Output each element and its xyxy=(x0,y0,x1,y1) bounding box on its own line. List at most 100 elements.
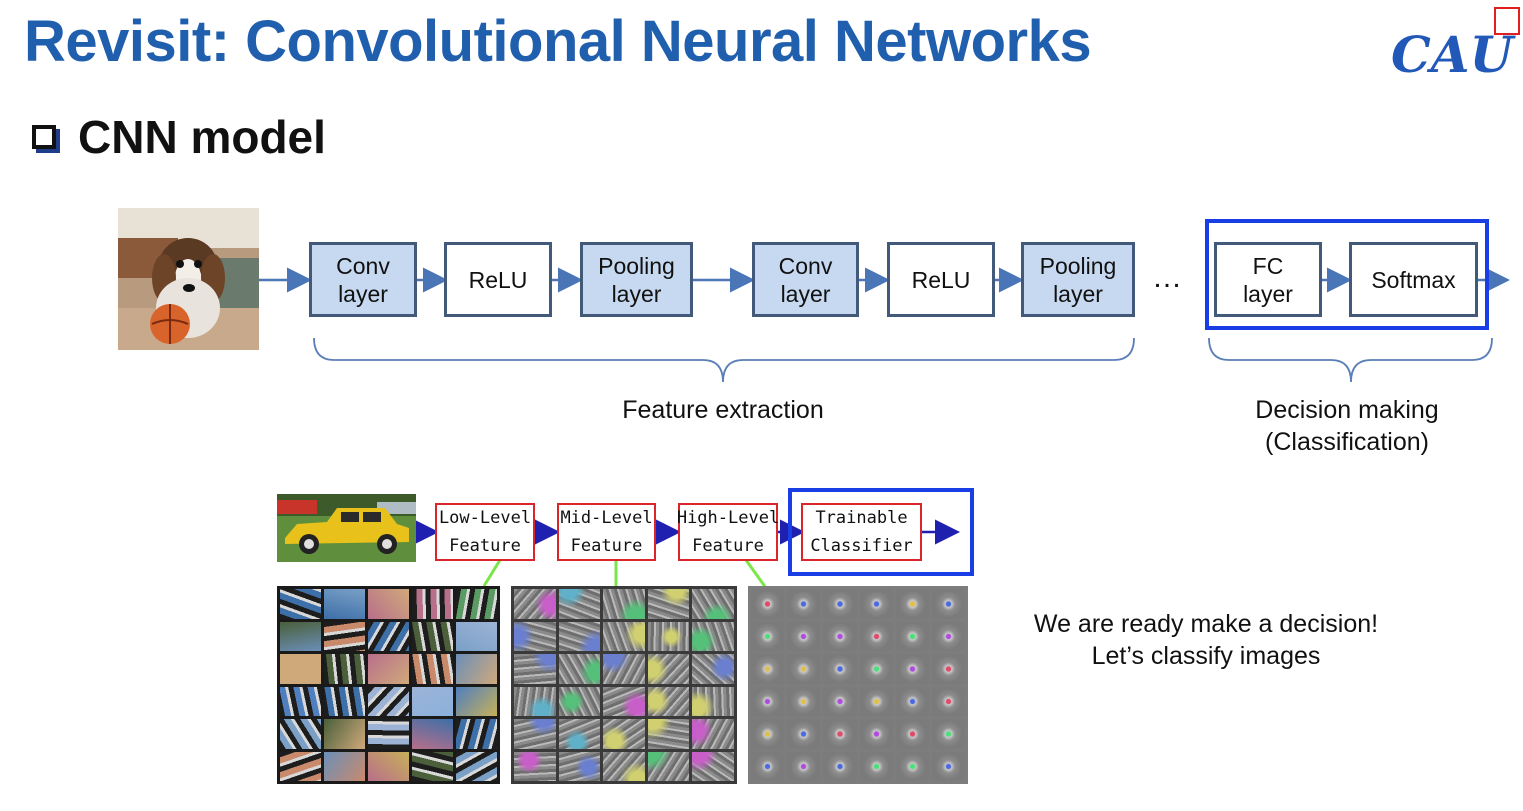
filter-tile xyxy=(514,621,556,651)
filter-tile xyxy=(751,654,785,684)
filter-tile xyxy=(324,654,365,684)
filter-tile xyxy=(280,589,321,619)
mid-level-filters-grid xyxy=(511,586,737,784)
layer-label-line2: layer xyxy=(611,280,662,307)
filter-tile xyxy=(787,719,821,749)
filter-tile xyxy=(895,751,929,781)
layer-label-line1: ReLU xyxy=(911,266,971,293)
stage-label-line2: Feature xyxy=(449,536,521,556)
filter-tile xyxy=(823,589,857,619)
filter-tile xyxy=(931,589,965,619)
dog-input-image xyxy=(118,208,259,350)
filter-tile xyxy=(456,686,497,716)
decision-making-label: Decision making (Classification) xyxy=(1226,394,1468,458)
filter-tile xyxy=(514,751,556,781)
filter-tile xyxy=(895,589,929,619)
filter-tile xyxy=(895,719,929,749)
layer-label-line1: ReLU xyxy=(468,266,528,293)
filter-tile xyxy=(692,589,734,619)
trainable-classifier-box: Trainable Classifier xyxy=(801,503,922,561)
filter-tile xyxy=(823,621,857,651)
high-level-feature-box: High-Level Feature xyxy=(676,503,780,561)
filter-tile xyxy=(647,654,690,684)
filter-tile xyxy=(412,719,453,749)
filter-tile xyxy=(751,686,785,716)
filter-tile xyxy=(692,686,734,716)
checkbox-bullet-icon xyxy=(32,125,56,149)
softmax-box: Softmax xyxy=(1349,242,1478,317)
filter-tile xyxy=(895,686,929,716)
filter-tile xyxy=(823,654,857,684)
stage-label-line2: Classifier xyxy=(810,536,913,556)
filter-tile xyxy=(931,621,965,651)
filter-tile xyxy=(456,719,497,749)
filter-tile xyxy=(647,751,690,781)
filter-tile xyxy=(931,751,965,781)
filter-tile xyxy=(603,621,645,651)
filter-tile xyxy=(456,751,497,781)
low-level-filters-grid xyxy=(277,586,500,784)
filter-tile xyxy=(324,686,365,716)
classifier-highlight-frame xyxy=(788,488,974,576)
cau-logo: CAU xyxy=(1385,6,1521,86)
filter-tile xyxy=(368,621,409,651)
stage-label-line2: Feature xyxy=(692,536,764,556)
filter-tile xyxy=(751,719,785,749)
layer-label-line1: Pooling xyxy=(598,252,675,279)
filter-tile xyxy=(692,654,734,684)
filter-tile xyxy=(514,719,556,749)
filter-tile xyxy=(823,686,857,716)
filter-tile xyxy=(368,719,409,749)
layer-label-line1: Softmax xyxy=(1371,266,1456,293)
feature-extraction-label: Feature extraction xyxy=(622,396,824,424)
stage-label-line1: High-Level xyxy=(676,508,780,528)
decision-brace xyxy=(1208,337,1493,383)
slide-title: Revisit: Convolutional Neural Networks xyxy=(24,9,1092,74)
filter-tile xyxy=(456,654,497,684)
filter-tile xyxy=(692,751,734,781)
filter-tile xyxy=(787,589,821,619)
filter-tile xyxy=(456,621,497,651)
filter-tile xyxy=(280,751,321,781)
filter-tile xyxy=(603,589,645,619)
filter-tile xyxy=(412,654,453,684)
filter-tile xyxy=(647,621,690,651)
layer-label-line2: layer xyxy=(1053,280,1103,307)
filter-tile xyxy=(751,589,785,619)
filter-tile xyxy=(558,589,601,619)
layer-label-line2: layer xyxy=(338,280,388,307)
filter-tile xyxy=(859,654,893,684)
filter-tile xyxy=(603,751,645,781)
filter-tile xyxy=(823,719,857,749)
filter-tile xyxy=(514,686,556,716)
filter-tile xyxy=(751,751,785,781)
car-input-image xyxy=(277,494,416,562)
filter-tile xyxy=(324,589,365,619)
filter-tile xyxy=(558,751,601,781)
filter-tile xyxy=(647,589,690,619)
layer-label-line1: Conv xyxy=(778,252,833,279)
filter-tile xyxy=(787,751,821,781)
filter-tile xyxy=(456,589,497,619)
layer-label-line1: Pooling xyxy=(1039,252,1117,279)
filter-tile xyxy=(558,654,601,684)
filter-tile xyxy=(368,654,409,684)
filter-tile xyxy=(931,719,965,749)
filter-tile xyxy=(558,719,601,749)
filter-tile xyxy=(558,686,601,716)
ellipsis: … xyxy=(1152,261,1182,294)
filter-tile xyxy=(823,751,857,781)
stage-label-line1: Mid-Level xyxy=(560,508,653,528)
bullet-item: CNN model xyxy=(32,111,326,163)
filter-tile xyxy=(368,751,409,781)
filter-tile xyxy=(859,621,893,651)
layer-label-line2: layer xyxy=(1243,280,1293,307)
filter-tile xyxy=(692,719,734,749)
filter-tile xyxy=(603,654,645,684)
filter-tile xyxy=(514,654,556,684)
filter-tile xyxy=(280,621,321,651)
